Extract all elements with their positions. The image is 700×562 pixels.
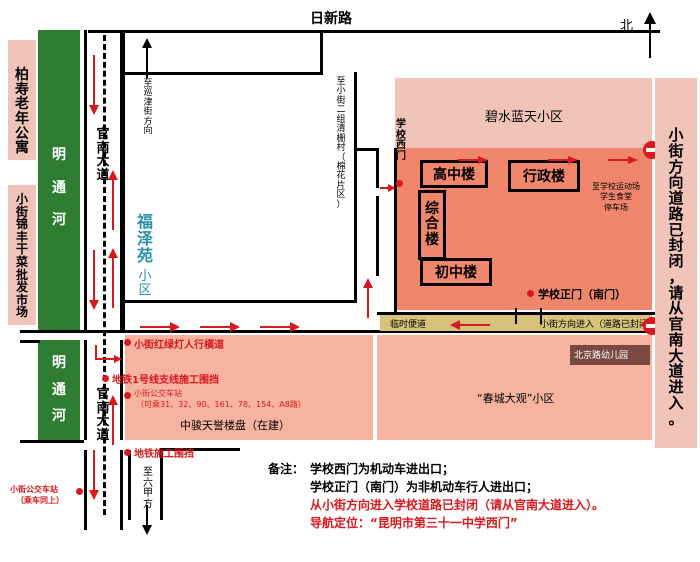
right-notice-text: 小街方向道路已封闭，请从官南大道进入。 — [668, 126, 684, 428]
to-xunjin-arrow-icon — [141, 38, 153, 82]
river-bottom: 明通河 — [38, 340, 80, 440]
bishui-label: 碧水蓝天小区 — [485, 110, 564, 125]
to-liujia-arrow-icon — [141, 505, 153, 539]
bus-lines-label: （可乘31、32、90、161、78、154、A8路） — [136, 400, 306, 409]
road-south-line — [160, 448, 240, 451]
road-liujia-right — [160, 450, 163, 520]
arrow-turn-icon — [92, 345, 122, 369]
arrow-up-icon — [107, 395, 119, 449]
road-fz-top-left — [120, 30, 123, 75]
center-dash-line — [103, 35, 106, 515]
north-arrow-icon — [640, 10, 660, 64]
compass-north: 北 — [620, 19, 634, 34]
metro2-marker — [124, 449, 131, 456]
road-fz-top — [123, 72, 323, 75]
busstop-left-marker — [76, 488, 83, 495]
sport-info: 至学校运动场学生食堂停车场 — [592, 182, 640, 212]
school-west-road-c — [357, 148, 376, 151]
school-west-road-a — [376, 148, 379, 188]
south-gate-label: 学校正门（南门） — [538, 288, 626, 301]
notes-line3: 从小街方向进入学校道路已封闭（请从官南大道进入）。 — [310, 498, 605, 512]
market-label: 小街锦丰干菜批发市场 — [15, 192, 28, 320]
gate-bar-2 — [540, 308, 542, 324]
arrow-up-icon — [107, 248, 119, 312]
arrow-up-icon — [362, 278, 374, 322]
arrow-right-icon — [608, 150, 638, 169]
road-left-inner — [120, 30, 123, 330]
xingzheng-building: 行政楼 — [508, 160, 580, 192]
west-gate-marker — [396, 180, 403, 187]
road-inner-bottom — [123, 300, 357, 303]
south-gate-marker — [527, 290, 534, 297]
notes-line4: 导航定位：“昆明市第三十一中学西门” — [310, 516, 518, 530]
fuzeyuan-sub-label: 小区 — [138, 269, 152, 298]
busstop-left-sub: （乘车同上） — [16, 496, 64, 505]
arrow-down-icon — [88, 450, 100, 504]
road-bottom-left2 — [20, 330, 84, 333]
arrow-right-icon — [548, 150, 578, 169]
kindergarten-block: 北京路幼儿园 — [570, 345, 650, 365]
busstop-label: 小街公交车站 — [134, 389, 182, 398]
arrow-left-icon — [450, 316, 490, 335]
park-block: 柏寿老年公寓 — [8, 40, 36, 160]
road-bottom-line — [84, 330, 664, 333]
temp-road-label: 临时便道 — [390, 320, 427, 330]
arrow-right-icon — [200, 318, 240, 337]
school-west-road-b — [376, 196, 379, 276]
road-south-inner — [120, 450, 123, 530]
zhongjun-label: 中骏天誉楼盘（在建） — [180, 419, 290, 432]
market-block: 小街锦丰干菜批发市场 — [8, 185, 36, 325]
arrow-down-icon — [88, 250, 100, 314]
fuzeyuan-label: 福泽苑 — [136, 212, 153, 265]
zonghe-building: 综合楼 — [418, 190, 446, 260]
metro1-marker — [102, 375, 109, 382]
park-label: 柏寿老年公寓 — [15, 67, 29, 157]
crosswalk-marker — [124, 339, 131, 346]
road-bottom-left3 — [20, 340, 40, 343]
left-road-name-south: 官南大道 — [96, 387, 110, 443]
kindergarten-label: 北京路幼儿园 — [574, 351, 629, 361]
arrow-down-icon — [88, 55, 100, 119]
zhongjun-block: 中骏天誉楼盘（在建） — [125, 335, 373, 440]
road-bottom-left — [20, 440, 84, 443]
road-left-outer — [84, 30, 87, 330]
west-gate-label: 学校西门 — [396, 119, 406, 162]
bishui-block: 碧水蓝天小区 — [395, 78, 652, 148]
chuncheng-label: “春城大观”小区 — [477, 392, 555, 405]
road-left-outer-south — [84, 340, 87, 440]
road-south-outer — [84, 450, 87, 530]
school-bottom-wall — [377, 312, 657, 315]
to-xunjin-label: 至巡津街方向 — [143, 79, 153, 137]
xiaojie-entry-label: 小街方向进入（道路已封闭） — [540, 320, 658, 330]
busstop-marker — [124, 392, 131, 399]
to-liujia-label: 至六甲方 — [143, 467, 153, 510]
arrow-right-icon — [260, 318, 300, 337]
gate-bar-1 — [515, 308, 517, 324]
road-inner-top — [122, 30, 125, 330]
road-mid-vertical — [320, 33, 323, 73]
road-name-top: 日新路 — [310, 11, 352, 27]
arrow-up-icon — [107, 170, 119, 234]
left-road-name: 官南大道 — [96, 127, 110, 183]
notes-line2: 学校正门（南门）为非机动车行人进出口； — [310, 480, 539, 494]
chuzhong-building: 初中楼 — [420, 258, 492, 286]
metro2-label: 地铁施工围挡 — [134, 449, 194, 460]
metro1-label: 地铁1号线支线施工围挡 — [112, 375, 219, 386]
right-notice-block: 小街方向道路已封闭，请从官南大道进入。 — [655, 78, 697, 448]
river-top: 明通河 — [38, 30, 80, 330]
gaozhong-building: 高中楼 — [420, 160, 488, 188]
to-mianhua-label: 至小街二组清栅村（棉花片区） — [336, 77, 346, 210]
crosswalk-label: 小街红绿灯人行横道 — [134, 340, 224, 351]
school-west-wall — [394, 148, 397, 313]
busstop-left-label: 小街公交车站 — [10, 485, 58, 494]
notes-line1: 学校西门为机动车进出口； — [310, 462, 455, 476]
road-left-inner-south — [120, 340, 123, 440]
notes-prefix: 备注： — [268, 462, 305, 476]
arrow-right-icon — [380, 178, 396, 197]
road-top-line — [88, 30, 660, 33]
arrow-right-icon — [458, 150, 488, 169]
road-liujia-left — [128, 450, 131, 520]
road-fz-right — [354, 72, 357, 302]
arrow-right-icon — [140, 318, 180, 337]
